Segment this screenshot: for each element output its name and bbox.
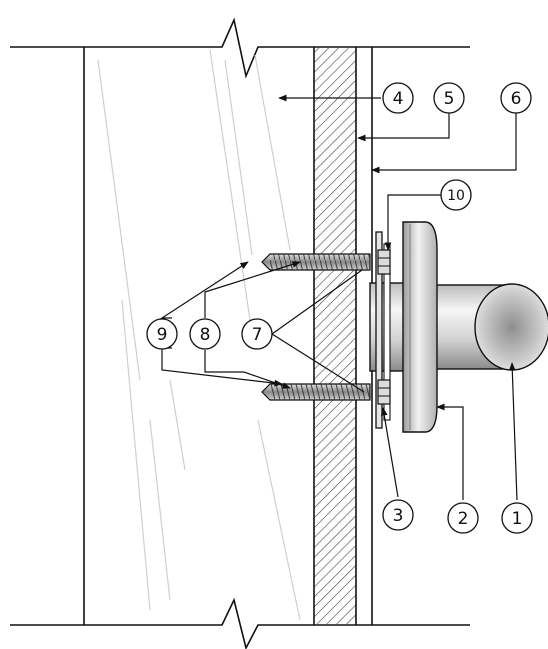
flange bbox=[402, 221, 438, 433]
callout-6: 6 bbox=[500, 82, 532, 114]
callout-10-label: 10 bbox=[447, 188, 465, 204]
callout-7: 7 bbox=[241, 318, 273, 350]
callout-2: 2 bbox=[447, 502, 479, 534]
screw-bottom bbox=[261, 383, 371, 401]
callout-4: 4 bbox=[382, 82, 414, 114]
nut-top bbox=[377, 249, 391, 275]
wall-panel bbox=[10, 17, 470, 649]
callout-3-label: 3 bbox=[393, 506, 404, 526]
callout-4-label: 4 bbox=[393, 89, 404, 109]
callout-8-label: 8 bbox=[200, 325, 211, 345]
callout-1: 1 bbox=[501, 502, 533, 534]
nut-bottom bbox=[377, 379, 391, 405]
callout-9: 9 bbox=[146, 318, 178, 350]
callout-1-label: 1 bbox=[512, 509, 523, 529]
callout-10: 10 bbox=[440, 179, 472, 211]
callout-8: 8 bbox=[189, 318, 221, 350]
callout-2-label: 2 bbox=[458, 509, 469, 529]
screw-top bbox=[261, 253, 371, 271]
hatched-layer bbox=[313, 47, 357, 625]
pipe bbox=[369, 282, 548, 372]
callout-6-label: 6 bbox=[511, 89, 522, 109]
panel-texture bbox=[97, 49, 301, 621]
callout-7-label: 7 bbox=[252, 325, 263, 345]
callout-9-label: 9 bbox=[157, 325, 168, 345]
callout-3: 3 bbox=[382, 499, 414, 531]
callout-5-label: 5 bbox=[444, 89, 455, 109]
callout-5: 5 bbox=[433, 82, 465, 114]
